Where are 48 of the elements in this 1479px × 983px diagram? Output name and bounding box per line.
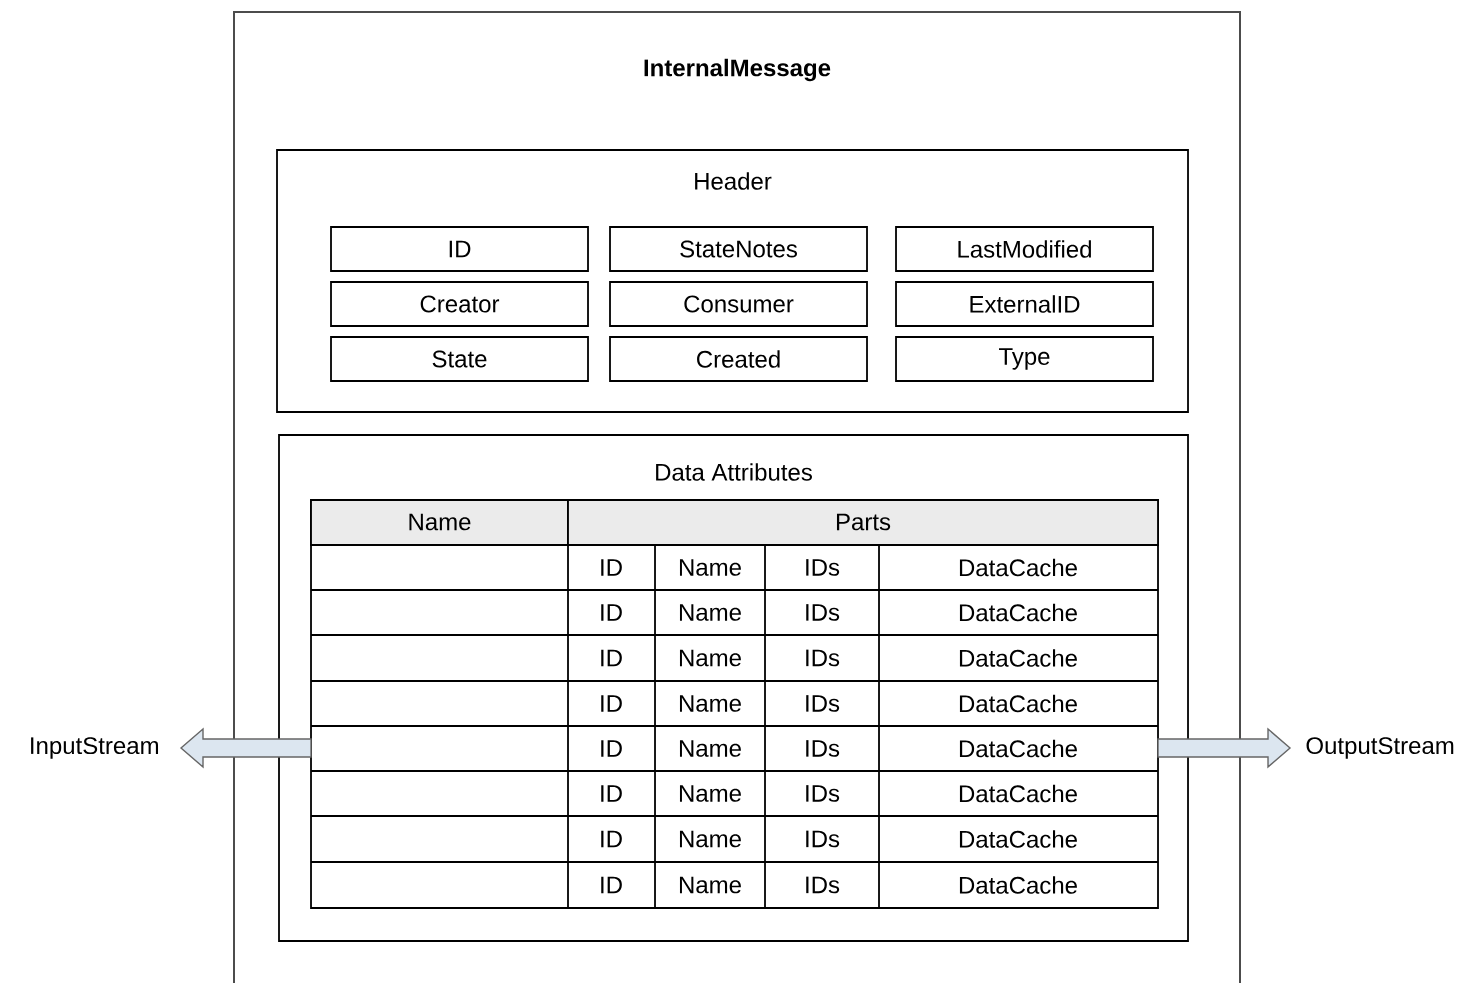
table-cell-text: DataCache [959, 694, 1077, 713]
table-cell-text: ID [601, 559, 622, 576]
table-cell-text: DataCache [959, 876, 1077, 894]
field-box: StateNotes [609, 226, 868, 272]
field-box: Type [895, 336, 1154, 382]
field-box: ExternalID [895, 281, 1154, 327]
stream-label: InputStream [31, 737, 158, 759]
table-cell-text: IDs [806, 695, 840, 712]
table-cell-text: DataCache [959, 558, 1077, 577]
block-arrow [1157, 727, 1292, 769]
table-cell-text: IDs [806, 604, 840, 621]
table-cell-text: IDs [806, 785, 840, 802]
field-box: Consumer [609, 281, 868, 327]
table-cell-text: ID [601, 740, 622, 757]
table-cell-text: IDs [806, 649, 840, 667]
table-cell-text: Name [679, 559, 741, 576]
table-cell-text: Name [679, 785, 741, 802]
table-cell-text: ID [601, 830, 622, 848]
table-cell-text: DataCache [959, 739, 1077, 758]
stream-label: OutputStream [1306, 737, 1454, 759]
field-box: State [330, 336, 589, 382]
field-box: LastModified [895, 226, 1154, 272]
table-cell-text: ID [601, 876, 622, 894]
table-cell-text: Name [679, 649, 741, 667]
frame [233, 11, 1241, 983]
table-cell-text: ID [601, 649, 622, 667]
table-cell-text: IDs [806, 740, 840, 757]
table-cell-text: ID [601, 785, 622, 802]
table-cell-text: Name [679, 604, 741, 621]
table-cell-text: DataCache [959, 649, 1077, 667]
table-cell-text: IDs [806, 559, 840, 576]
table-cell-text: Name [679, 830, 741, 848]
table-cell-text: IDs [806, 876, 840, 894]
field-box: Creator [330, 281, 589, 327]
field-box: Created [609, 336, 868, 382]
table-cell-text: DataCache [959, 830, 1077, 848]
table-cell-text: Name [679, 695, 741, 712]
table-cell-text: DataCache [959, 603, 1077, 622]
table-cell-text: Name [679, 876, 741, 894]
field-box: ID [330, 226, 589, 272]
table-cell-text: Name [679, 740, 741, 757]
block-arrow [179, 727, 312, 769]
table-cell-text: ID [601, 604, 622, 621]
table-cell-text: DataCache [959, 784, 1077, 803]
table-cell-text: IDs [806, 830, 840, 848]
table-cell-text: ID [601, 695, 622, 712]
header-cell: Name [310, 499, 569, 546]
title: InternalMessage [644, 58, 831, 82]
